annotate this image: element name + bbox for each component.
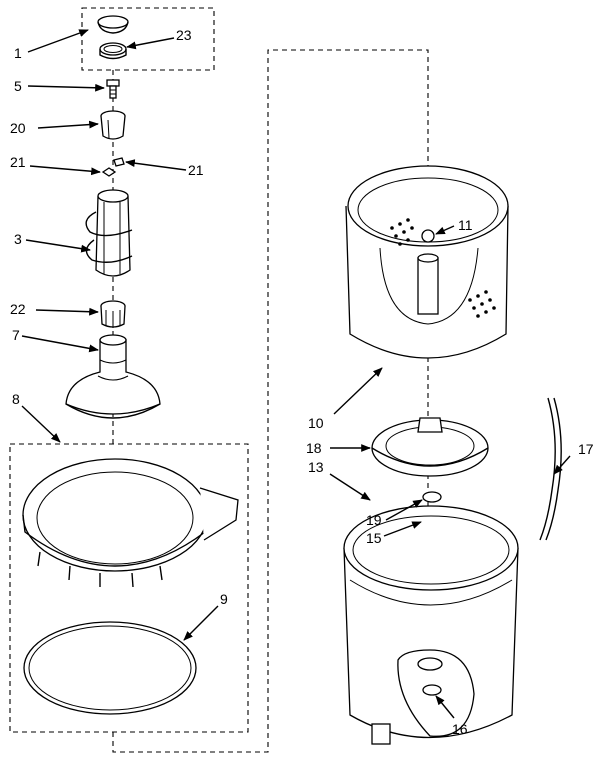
callout-21-left: 21 <box>10 154 26 170</box>
callout-5: 5 <box>14 78 22 94</box>
basket-holes <box>390 218 496 318</box>
callout-11: 11 <box>458 217 473 233</box>
agitator-auger <box>85 189 133 277</box>
callout-22: 22 <box>10 301 26 317</box>
callout-17: 17 <box>578 441 594 457</box>
cap-group-box <box>81 7 215 71</box>
callout-10: 10 <box>308 415 324 431</box>
agitator-dogs <box>101 157 125 177</box>
callout-9: 9 <box>220 591 228 607</box>
assembly-path-line <box>112 49 429 753</box>
drive-hub-ring <box>371 417 489 477</box>
leader-lines <box>21 29 571 719</box>
callout-23: 23 <box>176 27 192 43</box>
spanner-nut <box>422 491 442 503</box>
callout-16: 16 <box>452 721 468 737</box>
agitator-cap <box>97 15 129 34</box>
callout-8: 8 <box>12 391 20 407</box>
callout-19: 19 <box>366 512 382 528</box>
callout-7: 7 <box>12 327 20 343</box>
drain-hose <box>539 397 562 541</box>
tub-ring <box>22 458 239 588</box>
outer-tub <box>343 505 519 745</box>
callout-21-right: 21 <box>188 162 204 178</box>
callout-13: 13 <box>308 459 324 475</box>
drive-coupling <box>100 300 126 328</box>
callout-3: 3 <box>14 231 22 247</box>
ring-group-box <box>9 443 249 733</box>
agitator-cam <box>100 110 126 140</box>
wash-basket <box>345 165 509 359</box>
agitator-base <box>65 334 161 419</box>
callout-18: 18 <box>306 440 322 456</box>
tub-ring-gasket <box>23 621 197 715</box>
callout-20: 20 <box>10 120 26 136</box>
bolt <box>106 79 120 99</box>
callout-1: 1 <box>14 45 22 61</box>
cap-seal <box>99 42 127 60</box>
callout-15: 15 <box>366 530 382 546</box>
